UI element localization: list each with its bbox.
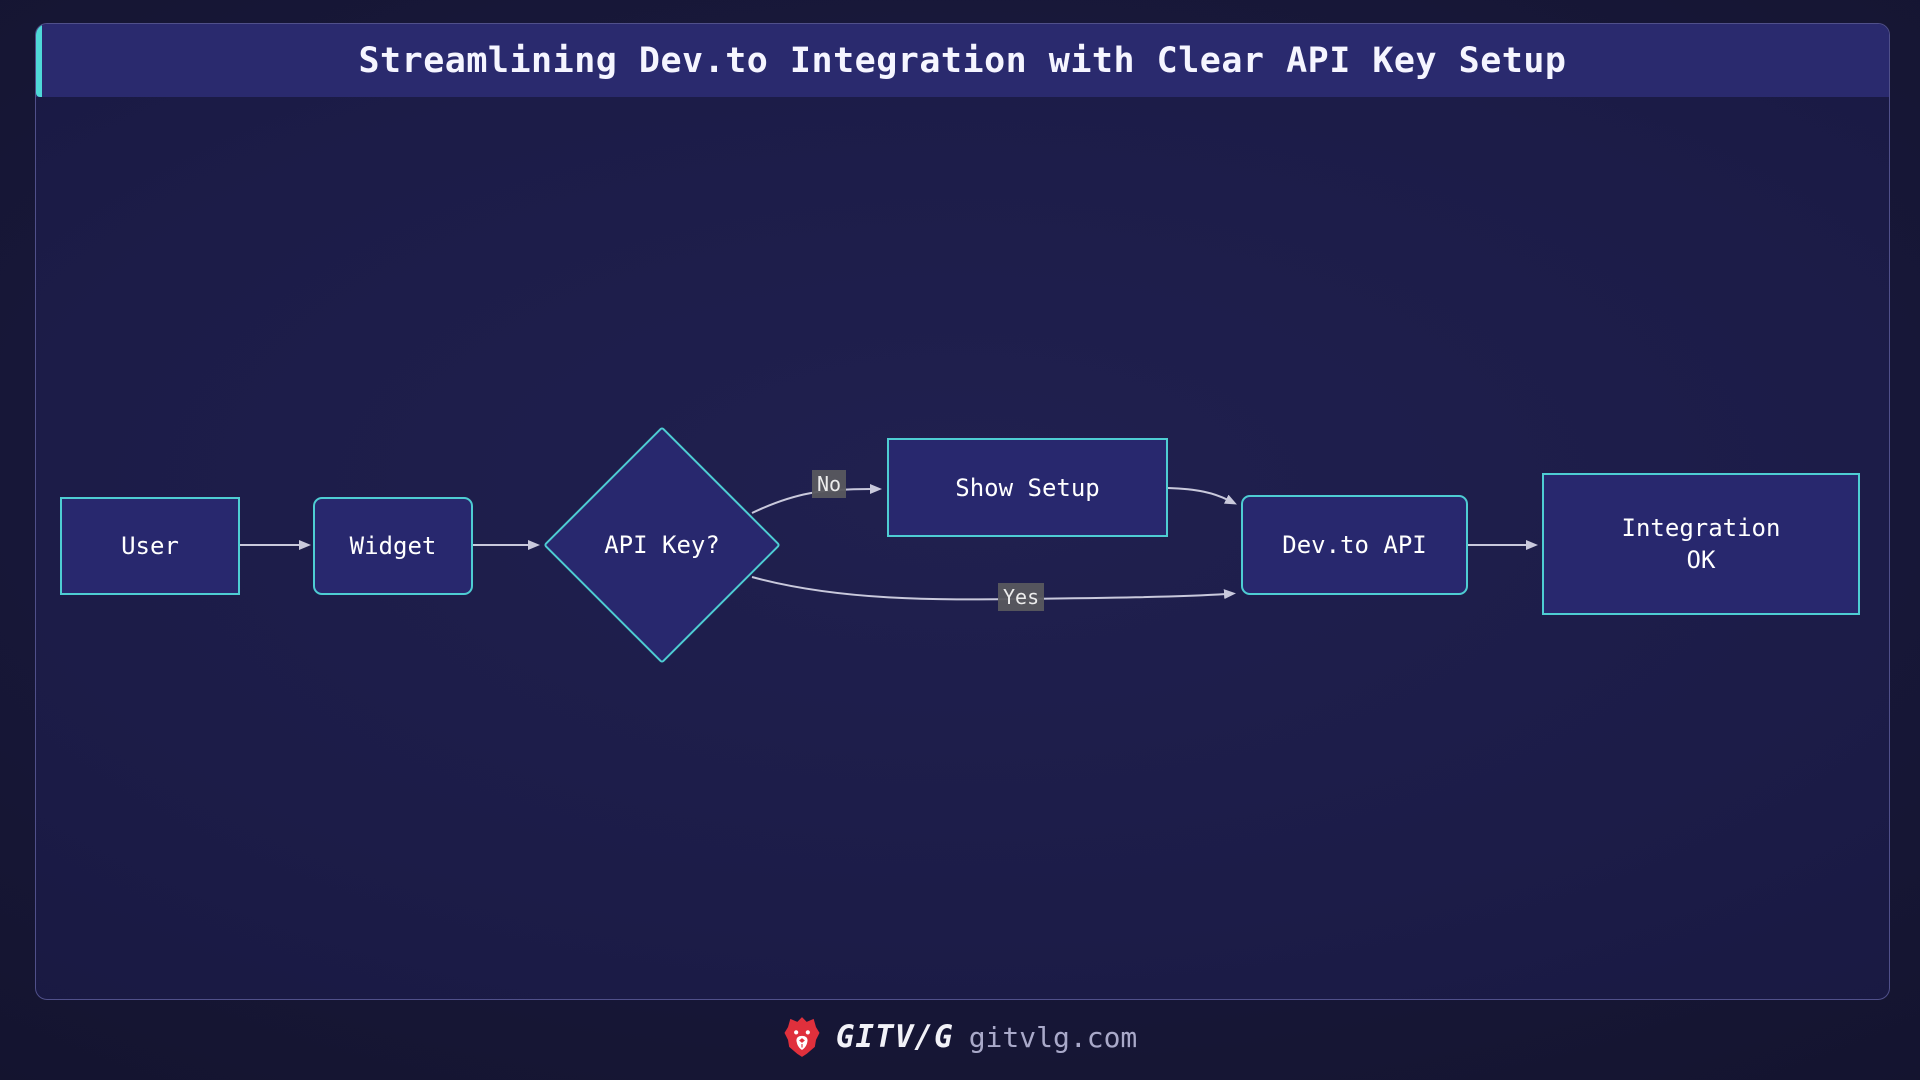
brand-name: GITV/G [835, 1019, 954, 1055]
edge-label-yes: Yes [998, 583, 1045, 611]
node-integration-ok-line1: Integration [1621, 514, 1781, 542]
site-url: gitvlg.com [968, 1020, 1138, 1054]
node-show-setup-label: Show Setup [955, 473, 1100, 502]
node-integration-ok-line2: OK [1686, 546, 1716, 574]
node-api-key-label: API Key? [604, 531, 720, 559]
lion-icon [784, 1017, 820, 1057]
node-devto-api-label: Dev.to API [1282, 531, 1427, 559]
node-integration-ok: Integration OK [1542, 473, 1860, 615]
node-user: User [60, 497, 240, 595]
node-show-setup: Show Setup [887, 438, 1168, 537]
title-accent-bar [36, 24, 42, 97]
edge-label-no: No [812, 470, 847, 498]
footer: GITV/G gitvlg.com [0, 1000, 1920, 1074]
node-widget-label: Widget [349, 532, 437, 560]
edge-apikey-devtoapi-yes [751, 576, 1236, 601]
edge-apikey-showsetup-no [751, 484, 882, 514]
edge-showsetup-devtoapi [1167, 487, 1237, 505]
title-bar: Streamlining Dev.to Integration with Cle… [36, 24, 1889, 97]
node-user-label: User [121, 532, 179, 560]
node-widget: Widget [313, 497, 473, 595]
page-title: Streamlining Dev.to Integration with Cle… [358, 40, 1567, 81]
node-devto-api: Dev.to API [1241, 495, 1468, 595]
